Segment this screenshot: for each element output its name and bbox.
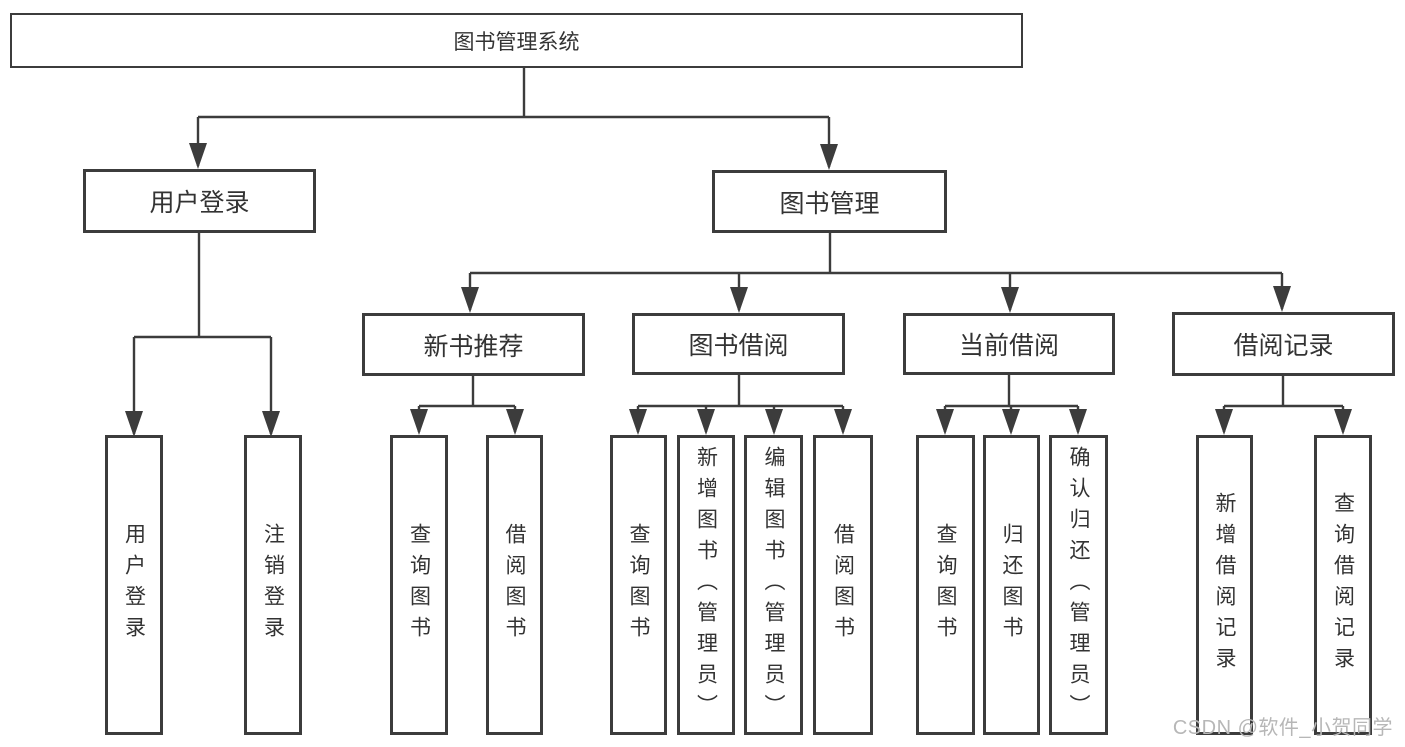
leaf-label: 借阅图书 (831, 523, 855, 647)
node-user-login: 用户登录 (83, 169, 316, 233)
leaf-label: 查询图书 (934, 523, 957, 647)
leaf-current-confirm-return-admin: 确认归还（管理员） (1049, 435, 1108, 735)
leaf-newbook-query-books: 查询图书 (390, 435, 448, 735)
leaf-borrowing-add-books-admin: 新增图书（管理员） (677, 435, 735, 735)
leaf-borrowing-query-books: 查询图书 (610, 435, 667, 735)
tree-connector-lines (132, 68, 1345, 434)
leaf-records-query-borrow-record: 查询借阅记录 (1314, 435, 1372, 735)
leaf-label: 新增图书（管理员） (694, 445, 718, 725)
leaf-label: 查询图书 (407, 523, 431, 647)
leaf-current-return-books: 归还图书 (983, 435, 1040, 735)
leaf-label: 用户登录 (122, 523, 146, 647)
leaf-newbook-borrow-books: 借阅图书 (486, 435, 543, 735)
leaf-logout: 注销登录 (244, 435, 302, 735)
node-book-management: 图书管理 (712, 170, 947, 233)
leaf-label: 确认归还（管理员） (1067, 445, 1090, 725)
leaf-borrowing-edit-books-admin: 编辑图书（管理员） (744, 435, 803, 735)
node-borrow-records: 借阅记录 (1172, 312, 1395, 376)
node-label: 新书推荐 (423, 332, 524, 361)
node-label: 图书管理系统 (453, 30, 580, 54)
node-new-book-recommend: 新书推荐 (362, 313, 585, 376)
leaf-records-add-borrow-record: 新增借阅记录 (1196, 435, 1253, 735)
node-label: 图书借阅 (688, 332, 789, 360)
leaf-label: 借阅图书 (503, 523, 526, 647)
leaf-label: 新增借阅记录 (1213, 492, 1236, 678)
leaf-label: 编辑图书（管理员） (762, 445, 785, 725)
node-label: 图书管理 (779, 189, 880, 218)
watermark: CSDN @软件_小贺同学 (1172, 717, 1393, 739)
node-current-borrowing: 当前借阅 (903, 313, 1115, 375)
leaf-user-login: 用户登录 (105, 435, 163, 735)
leaf-borrowing-borrow-books: 借阅图书 (813, 435, 873, 735)
leaf-label: 查询借阅记录 (1331, 492, 1355, 678)
node-library-management-system: 图书管理系统 (10, 13, 1023, 68)
arrowhead-icons (125, 143, 1352, 437)
leaf-label: 查询图书 (627, 523, 650, 647)
node-label: 当前借阅 (958, 332, 1059, 360)
leaf-label: 注销登录 (261, 523, 285, 647)
node-label: 用户登录 (149, 189, 250, 217)
node-book-borrowing: 图书借阅 (632, 313, 845, 375)
node-label: 借阅记录 (1233, 332, 1334, 360)
leaf-label: 归还图书 (1000, 523, 1023, 647)
leaf-current-query-books: 查询图书 (916, 435, 975, 735)
